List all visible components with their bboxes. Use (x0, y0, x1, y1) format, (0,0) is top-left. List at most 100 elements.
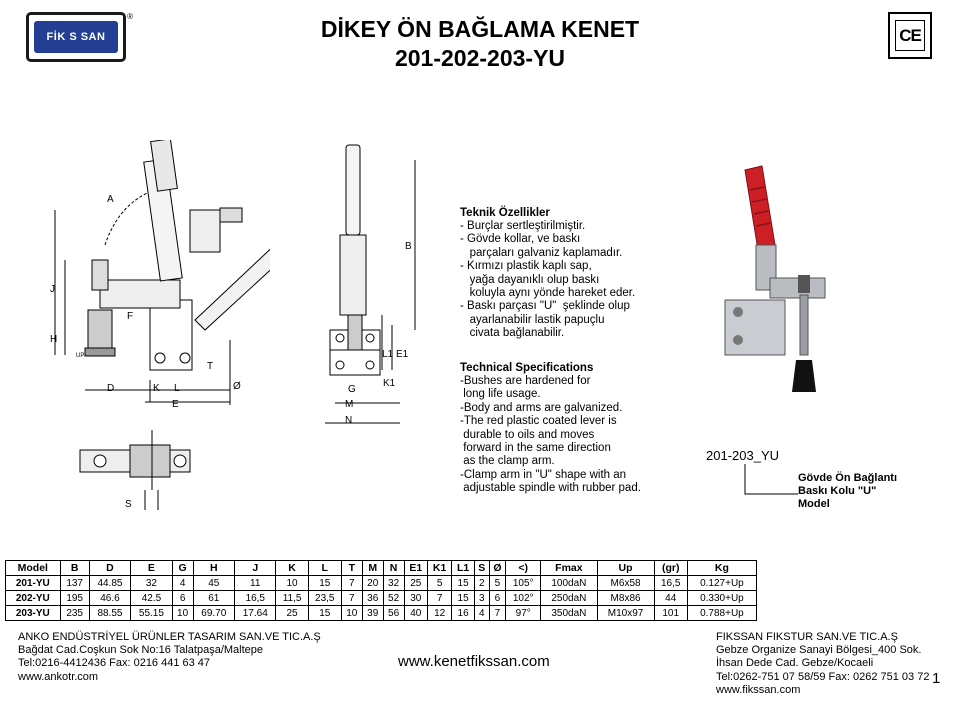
table-cell: M8x86 (596, 590, 655, 606)
dim-label-k: K (153, 383, 160, 394)
table-header-cell: Up (596, 560, 655, 576)
table-header-cell: L (307, 560, 342, 576)
front-view-drawing (325, 144, 416, 424)
table-cell: 52 (382, 590, 405, 606)
page-number: 1 (932, 670, 941, 687)
footer-website-link[interactable]: www.kenetfikssan.com (398, 653, 550, 670)
table-cell: 7 (340, 575, 363, 591)
footer-right-line: İhsan Dede Cad. Gebze/Kocaeli (716, 657, 874, 670)
table-header-cell: Fmax (540, 560, 598, 576)
footer-right-line: FIKSSAN FIKSTUR SAN.VE TIC.A.Ş (716, 631, 898, 643)
table-header-cell: Model (5, 560, 61, 576)
table-cell: 36 (361, 590, 384, 606)
table-cell: 5 (488, 575, 507, 591)
table-cell: 350daN (540, 605, 598, 621)
features-tr-line: - Kırmızı plastik kaplı sap, (460, 260, 592, 273)
footer-left-line: Bağdat Cad.Coşkun Sok No:16 Talatpaşa/Ma… (18, 644, 264, 657)
table-cell: 102° (505, 590, 542, 606)
table-cell: 44 (653, 590, 688, 606)
table-cell: 203-YU (5, 605, 61, 621)
table-header-cell: E (130, 560, 173, 576)
footer-left: ANKO ENDÜSTRİYEL ÜRÜNLER TASARIM SAN.VE … (18, 631, 321, 684)
dim-label-l: L (174, 383, 180, 394)
features-en-line: as the clamp arm. (460, 455, 555, 468)
table-cell: 16,5 (653, 575, 688, 591)
product-model: 201-203_YU (706, 448, 779, 463)
features-en-line: adjustable spindle with rubber pad. (460, 482, 641, 495)
table-cell: 16 (451, 605, 475, 621)
table-header-cell: D (88, 560, 132, 576)
table-cell: 39 (361, 605, 384, 621)
dim-label-d: D (107, 383, 115, 394)
table-header-cell: Kg (686, 560, 758, 576)
table-cell: 3 (473, 590, 490, 606)
table-cell: 25 (403, 575, 428, 591)
dim-label-n: N (345, 415, 353, 426)
features-tr-line: ayarlanabilir lastik papuçlu (460, 313, 605, 326)
table-cell: 6 (488, 590, 507, 606)
table-cell: 69.70 (192, 605, 236, 621)
dim-label-m: M (345, 399, 354, 410)
table-cell: 32 (382, 575, 405, 591)
table-cell: 40 (403, 605, 428, 621)
table-cell: 201-YU (5, 575, 61, 591)
footer-right-line: Tel:0262-751 07 58/59 Fax: 0262 751 03 7… (716, 670, 930, 683)
table-cell: 55.15 (130, 605, 173, 621)
table-cell: 15 (307, 575, 342, 591)
features-tr-line: yağa dayanıklı olup baskı (460, 273, 600, 286)
footer-right: FIKSSAN FIKSTUR SAN.VE TIC.A.Ş Gebze Org… (716, 631, 929, 697)
features-tr-line: - Baskı parçası "U" şeklinde olup (460, 300, 630, 313)
footer-left-line: www.ankotr.com (18, 670, 99, 683)
company-logo: FİK S SAN ® (26, 12, 133, 62)
product-note-line: Baskı Kolu "U" (798, 485, 877, 497)
table-cell: 11,5 (275, 590, 309, 606)
table-header-cell: <) (505, 560, 542, 576)
table-header-cell: J (234, 560, 277, 576)
features-en-line: -Body and arms are galvanized. (460, 401, 623, 414)
table-cell: 97° (505, 605, 542, 621)
table-cell: 10 (171, 605, 194, 621)
features-tr-line: - Gövde kollar, ve baskı (460, 233, 581, 246)
table-cell: 202-YU (5, 590, 61, 606)
table-header-cell: K (275, 560, 309, 576)
dim-label-j: J (50, 284, 55, 295)
table-cell: 101 (653, 605, 688, 621)
table-cell: 25 (275, 605, 309, 621)
features-tr-title: Teknik Özellikler (460, 207, 550, 219)
table-cell: 20 (361, 575, 384, 591)
table-cell: 4 (171, 575, 194, 591)
features-tr-line: civata bağlanabilir. (460, 327, 565, 340)
dim-label-b: B (405, 241, 412, 252)
table-header-cell: G (171, 560, 194, 576)
table-cell: 0.127+Up (686, 575, 758, 591)
page-title: DİKEY ÖN BAĞLAMA KENET (320, 16, 640, 42)
table-cell: 45 (192, 575, 236, 591)
table-cell: 2 (473, 575, 490, 591)
table-header-cell: Ø (488, 560, 507, 576)
features-en-line: long life usage. (460, 388, 541, 401)
table-cell: 17.64 (234, 605, 277, 621)
table-cell: 0.330+Up (686, 590, 758, 606)
product-photo (724, 165, 826, 392)
footer-left-line: ANKO ENDÜSTRİYEL ÜRÜNLER TASARIM SAN.VE … (18, 631, 321, 643)
table-cell: 42.5 (130, 590, 173, 606)
page-subtitle: 201-202-203-YU (394, 45, 566, 71)
dim-label-diameter: Ø (233, 381, 241, 392)
features-en-line: durable to oils and moves (460, 428, 595, 441)
registered-mark: ® (127, 12, 133, 21)
footer-right-line: www.fikssan.com (716, 683, 801, 696)
callout-line (744, 464, 798, 495)
features-tr-line: - Burçlar sertleştirilmiştir. (460, 220, 586, 232)
table-cell: 105° (505, 575, 542, 591)
product-note-line: Gövde Ön Bağlantı (798, 472, 898, 484)
dim-label-g: G (348, 384, 356, 395)
table-header-cell: S (473, 560, 490, 576)
table-header-cell: N (382, 560, 405, 576)
table-cell: M6x58 (596, 575, 655, 591)
features-en-line: forward in the same direction (460, 442, 611, 455)
